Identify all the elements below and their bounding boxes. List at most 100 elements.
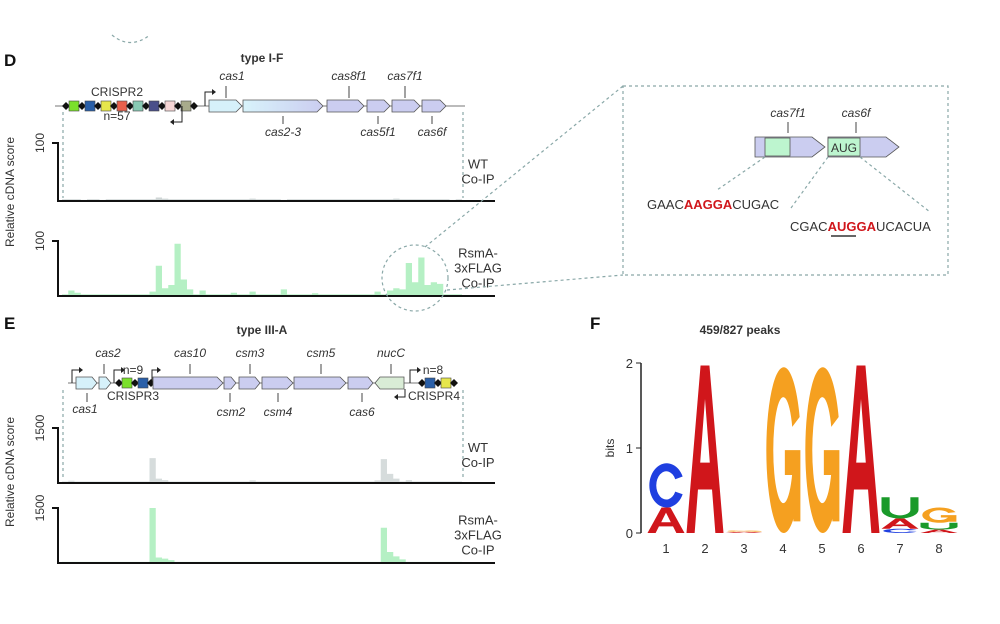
logo-letter-U [920, 522, 958, 530]
track-axis [52, 427, 495, 484]
glyph-shape [920, 529, 958, 533]
spacer [132, 100, 144, 112]
sequence-1: GAACAAGGACUGAC [647, 197, 779, 212]
logo-letter-A [920, 529, 958, 533]
crispr4-array [418, 377, 458, 389]
x-tick-label: 7 [896, 541, 903, 556]
panel-f-letter: F [590, 314, 600, 333]
promoter-arrow-icon [174, 106, 183, 123]
repeat-icon [142, 102, 150, 110]
gene-label-cas7f1: cas7f1 [387, 69, 422, 83]
y-tick-label: 1500 [33, 414, 47, 441]
gene-csm4 [261, 376, 294, 390]
spacer [68, 100, 80, 112]
inset-box [622, 85, 949, 276]
promoter-arrow-icon [113, 369, 121, 383]
logo-letter-A [842, 365, 880, 533]
gene-label-csm3: csm3 [236, 346, 265, 360]
x-tick-label: 5 [818, 541, 825, 556]
promoter-arrow-icon [204, 91, 212, 106]
track-label: 3xFLAG [454, 528, 502, 543]
gene-cas2-3 [242, 99, 324, 113]
track-axis [52, 240, 495, 297]
x-tick-label: 6 [857, 541, 864, 556]
glyph-shape [881, 497, 919, 519]
repeat-icon [450, 379, 458, 387]
gene-csm5 [293, 376, 347, 390]
spacer [164, 100, 176, 112]
repeat-icon [434, 379, 442, 387]
gene-label-cas6f: cas6f [418, 125, 448, 139]
x-tick-label: 3 [740, 541, 747, 556]
gene-label-csm2: csm2 [217, 405, 246, 419]
glyph-shape [920, 522, 958, 530]
repeat-icon [115, 379, 123, 387]
repeat-icon [110, 102, 118, 110]
signal-area [62, 508, 462, 563]
gene-label-nucC: nucC [377, 346, 405, 360]
logo-letter-A [647, 507, 685, 533]
repeat-icon [158, 102, 166, 110]
promoter-arrow-icon [409, 369, 417, 383]
track-axis [52, 507, 495, 564]
y-tick-label: 1 [626, 441, 633, 456]
repeat-icon [126, 102, 134, 110]
y-tick-label: 2 [626, 356, 633, 371]
gene-label-csm5: csm5 [307, 346, 336, 360]
panel-d-title: type I-F [241, 51, 284, 65]
glyph-shape [922, 507, 956, 523]
track-label: Co-IP [461, 543, 494, 558]
gene-cas10 [152, 376, 224, 390]
track-label: Co-IP [461, 455, 494, 470]
glyph-shape [686, 365, 724, 533]
glyph-shape [784, 450, 801, 522]
x-tick-label: 8 [935, 541, 942, 556]
glyph-shape [842, 365, 880, 533]
y-tick-label: 100 [33, 133, 47, 153]
panel-d-letter: D [4, 51, 16, 70]
track-axis [52, 142, 495, 202]
spacer [137, 377, 149, 389]
glyph-shape [649, 463, 683, 508]
spacer [424, 377, 436, 389]
gene-label-cas1: cas1 [219, 69, 244, 83]
gene-cas1 [75, 376, 98, 390]
track-label: RsmA- [458, 246, 498, 261]
repeat-icon [190, 102, 198, 110]
crispr3-array [115, 377, 155, 389]
y-tick-label: 100 [33, 231, 47, 251]
track-label: WT [468, 440, 488, 455]
panel-e-locus: cas1 cas2 cas10 csm2 csm3 csm4 csm5 cas6… [62, 346, 464, 480]
logo-letter-U [881, 497, 919, 519]
glyph-shape [805, 367, 839, 533]
crispr3-count: n=9 [123, 363, 144, 377]
gene-label-cas5f1: cas5f1 [360, 125, 395, 139]
crispr4-label: CRISPR4 [408, 389, 460, 403]
repeat-icon [174, 102, 182, 110]
repeat-icon [78, 102, 86, 110]
y-tick-label: 1500 [33, 494, 47, 521]
panel-e-letter: E [4, 314, 15, 333]
repeat-icon [418, 379, 426, 387]
glyph-shape [766, 367, 800, 533]
panel-e-ylabel: Relative cDNA score [3, 417, 17, 527]
spacer [121, 377, 133, 389]
gene-label-csm4: csm4 [264, 405, 293, 419]
crispr2-array [62, 100, 198, 112]
signal-area [62, 243, 462, 296]
gene-label-cas2: cas2 [95, 346, 121, 360]
spacer [440, 377, 452, 389]
gene-label-cas8f1: cas8f1 [331, 69, 366, 83]
repeat-icon [94, 102, 102, 110]
x-tick-label: 4 [779, 541, 786, 556]
track-label: 3xFLAG [454, 261, 502, 276]
glyph-shape [940, 515, 957, 522]
panel-e-title: type III-A [237, 323, 288, 337]
gene-cas1 [208, 99, 243, 113]
